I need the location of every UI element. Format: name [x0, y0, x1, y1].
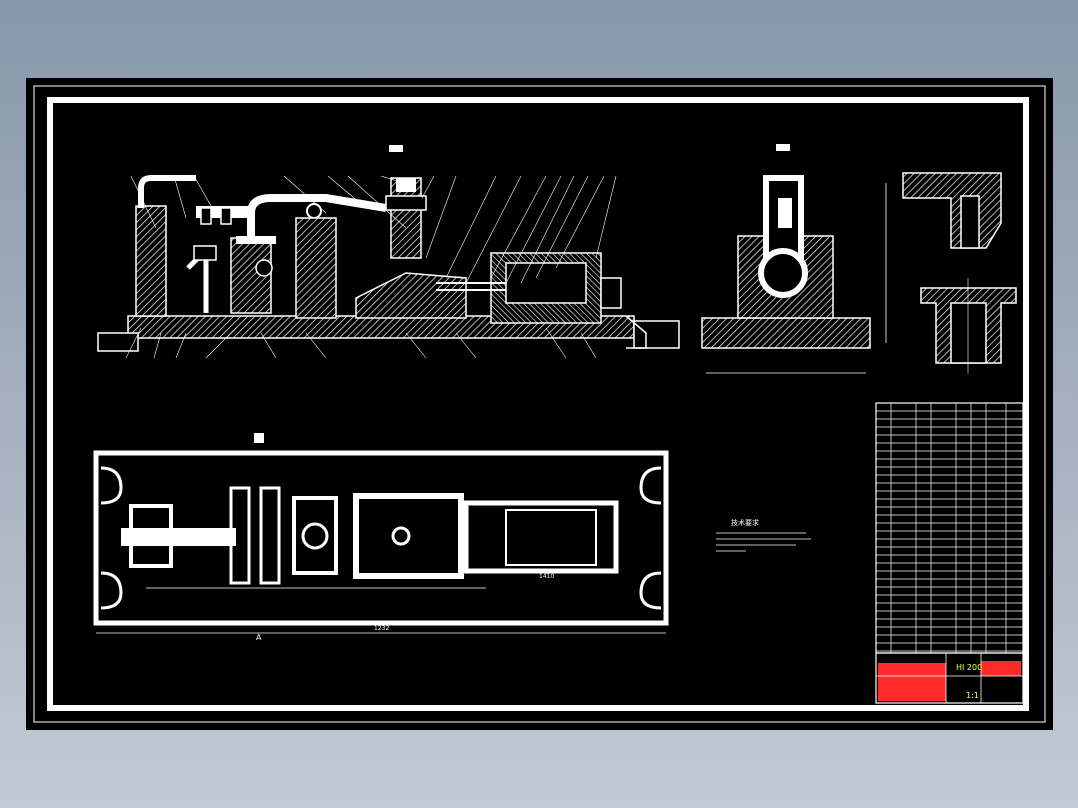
- front-view: [97, 145, 680, 352]
- drawing-scale: 1:1: [966, 691, 979, 700]
- title-block: HI 200 1:1: [875, 652, 1024, 704]
- detail-sections: [902, 172, 1017, 373]
- side-view: [701, 144, 887, 374]
- model-number: HI 200: [956, 663, 982, 672]
- top-view: [93, 433, 669, 634]
- cad-viewport[interactable]: HI 200 1:1 技术要求 1232 1410 A: [26, 78, 1053, 730]
- view-label-box: [389, 145, 403, 152]
- side-roller: [758, 248, 808, 298]
- leader-lines-front: [125, 175, 617, 359]
- top-frame: [93, 450, 669, 626]
- tech-requirements: 技术要求: [716, 518, 811, 552]
- left-upright: [135, 205, 167, 317]
- section-mark: A: [256, 633, 262, 642]
- parts-list-rows: [876, 410, 1023, 652]
- drawing-canvas: HI 200 1:1 技术要求 1232 1410 A: [33, 85, 1046, 723]
- parts-list: [875, 402, 1024, 654]
- column: [295, 217, 337, 319]
- wedge: [355, 272, 467, 319]
- dim-width: 1410: [539, 573, 554, 580]
- view-label-box: [776, 144, 790, 151]
- inner-frame: [47, 97, 1029, 711]
- detail-section-1: [902, 172, 1002, 249]
- outer-frame: [33, 85, 1046, 723]
- tech-requirements-heading: 技术要求: [731, 518, 759, 527]
- top-roller: [301, 522, 329, 550]
- view-label-box: [254, 433, 264, 443]
- side-base: [701, 317, 871, 349]
- dim-overall-length: 1232: [374, 625, 389, 632]
